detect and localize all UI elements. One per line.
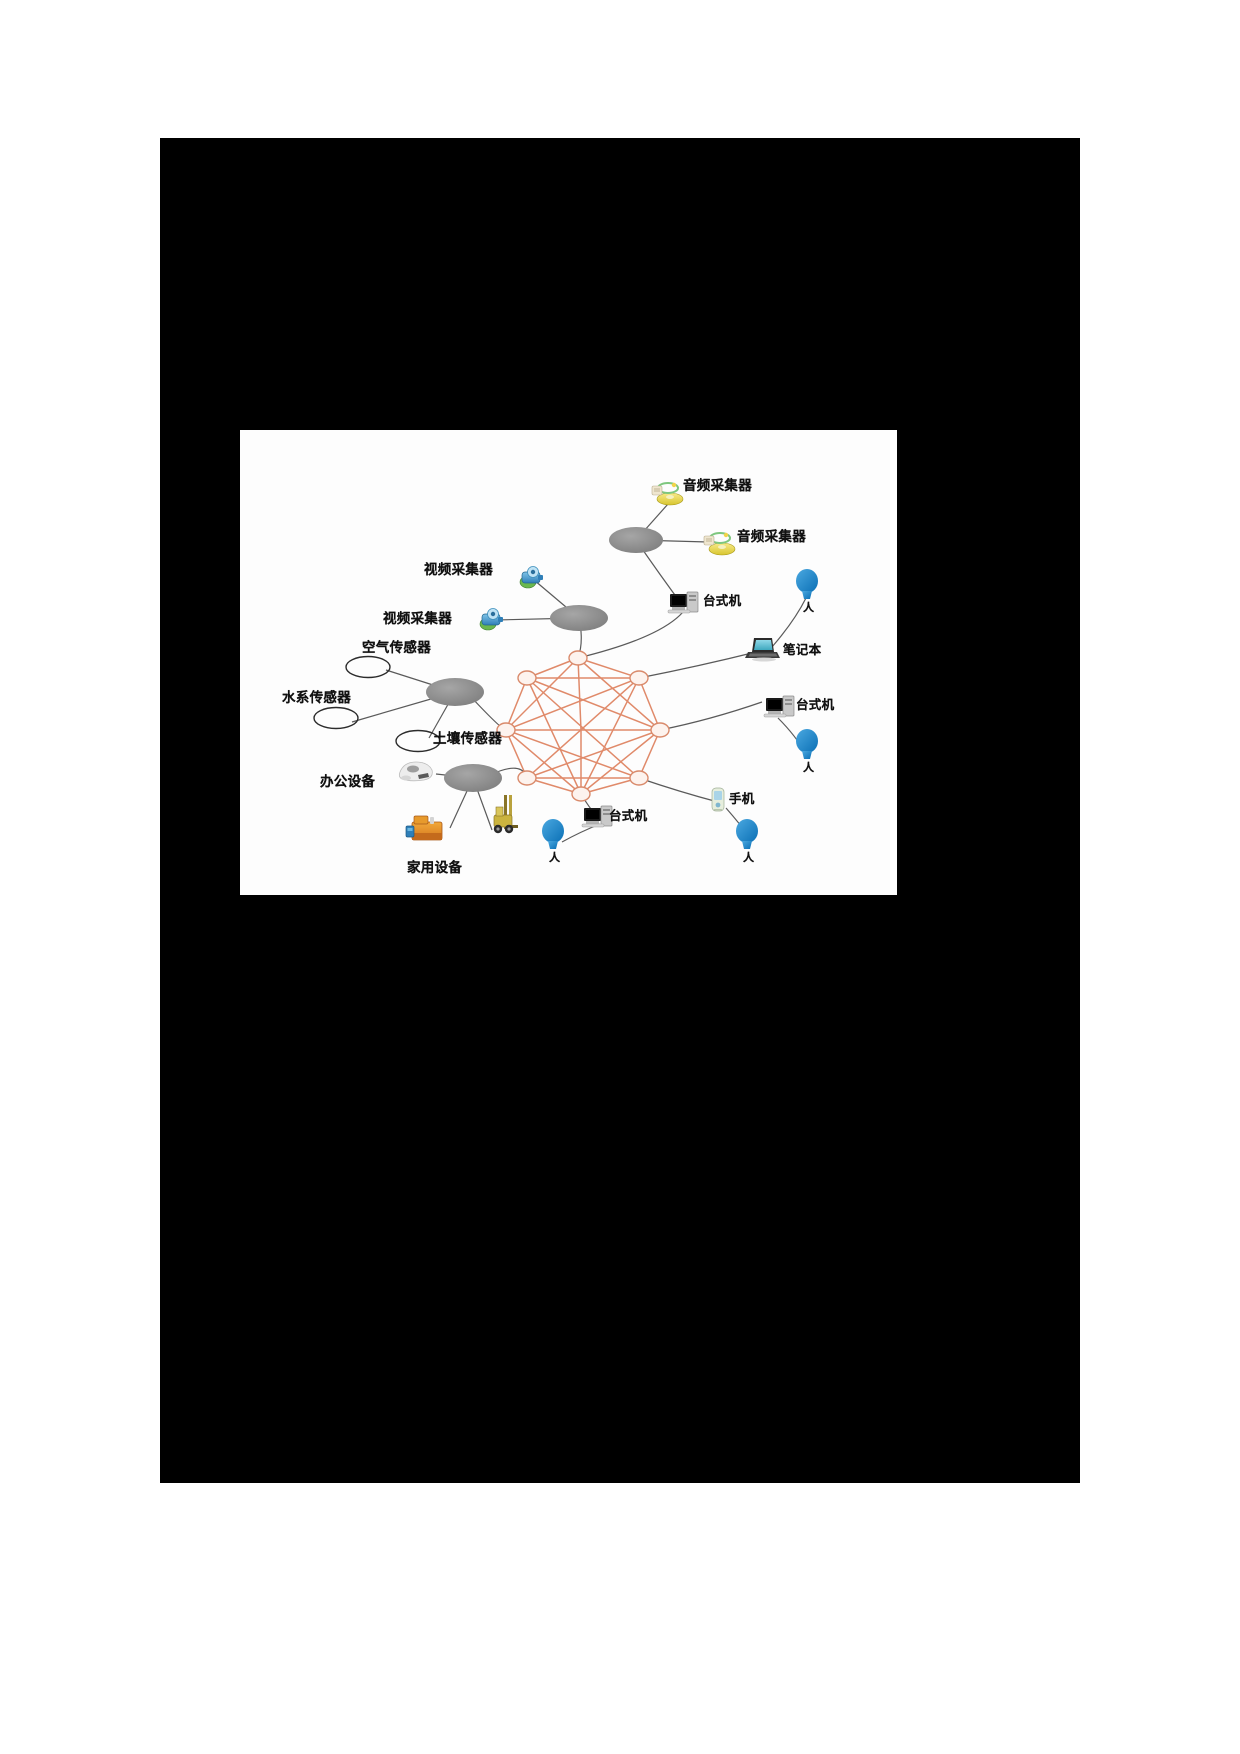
desktop-computer-icon bbox=[763, 695, 795, 718]
audio-collector-icon bbox=[651, 482, 684, 506]
label-audio-collector-1: 音频采集器 bbox=[683, 478, 752, 494]
person-icon bbox=[796, 729, 818, 759]
person-icon bbox=[542, 819, 564, 849]
label-desktop-bottom: 台式机 bbox=[609, 808, 648, 823]
label-audio-collector-2: 音频采集器 bbox=[737, 529, 806, 545]
desktop-computer-icon bbox=[667, 591, 699, 614]
sensor-ellipse-icon bbox=[345, 655, 391, 679]
network-cloud-icon-group bbox=[426, 527, 663, 792]
mesh-node-icon bbox=[517, 770, 537, 786]
mesh-node-icon bbox=[496, 722, 516, 738]
sensor-ellipse-icon bbox=[313, 706, 359, 730]
label-video-collector-1: 视频采集器 bbox=[424, 562, 493, 578]
mobile-phone-icon bbox=[711, 787, 725, 812]
topology-canvas bbox=[313, 482, 818, 849]
label-person-right-top: 人 bbox=[803, 601, 815, 614]
label-water-sensor: 水系传感器 bbox=[282, 690, 351, 706]
network-cloud-icon bbox=[550, 605, 608, 631]
mesh-node-icon bbox=[629, 670, 649, 686]
video-collector-icon bbox=[479, 608, 503, 631]
sensor-ellipse-icon-group bbox=[313, 655, 441, 753]
mesh-node-icon bbox=[571, 786, 591, 802]
toolbox-icon bbox=[405, 815, 443, 841]
label-person-right-bottom: 人 bbox=[803, 761, 815, 774]
label-desktop-right: 台式机 bbox=[796, 697, 835, 712]
mesh-node-icon bbox=[568, 650, 588, 666]
network-cloud-icon bbox=[426, 678, 484, 706]
label-person-bottom-right: 人 bbox=[743, 851, 755, 864]
sensor-ellipse-icon bbox=[395, 729, 441, 753]
person-icon bbox=[736, 819, 758, 849]
video-collector-icon bbox=[519, 566, 543, 589]
mesh-node-icon bbox=[629, 770, 649, 786]
printer-icon bbox=[398, 761, 433, 782]
person-icon bbox=[796, 569, 818, 599]
mesh-node-icon-group bbox=[496, 650, 670, 802]
label-office-equipment: 办公设备 bbox=[320, 774, 376, 790]
label-video-collector-2: 视频采集器 bbox=[383, 611, 452, 627]
network-cloud-icon bbox=[444, 764, 502, 792]
mesh-node-icon bbox=[650, 722, 670, 738]
forklift-icon bbox=[493, 795, 518, 834]
label-soil-sensor: 土壤传感器 bbox=[433, 731, 502, 747]
network-topology-figure: 音频采集器 音频采集器 台式机 视频采集器 视频采集器 空气传感器 水系传感器 … bbox=[240, 430, 897, 895]
mesh-core-links bbox=[505, 657, 661, 795]
network-cloud-icon bbox=[609, 527, 663, 553]
mesh-node-icon bbox=[517, 670, 537, 686]
label-home-equipment: 家用设备 bbox=[407, 860, 463, 876]
desktop-computer-icon bbox=[581, 805, 613, 828]
label-laptop: 笔记本 bbox=[783, 642, 822, 657]
label-air-sensor: 空气传感器 bbox=[362, 640, 431, 656]
laptop-icon bbox=[745, 638, 780, 662]
audio-collector-icon bbox=[703, 532, 736, 556]
label-mobile-phone: 手机 bbox=[729, 791, 755, 806]
label-desktop-top: 台式机 bbox=[703, 593, 742, 608]
label-person-bottom-left: 人 bbox=[549, 851, 561, 864]
